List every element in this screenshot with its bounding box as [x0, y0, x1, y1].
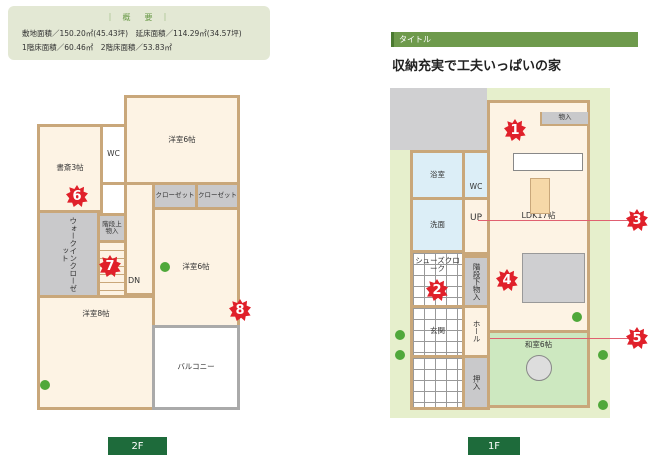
room-bath: 浴室 — [410, 150, 465, 200]
floor-label-2f: 2F — [108, 437, 167, 455]
room-closet-1: クローゼット — [152, 182, 198, 210]
room-closet-2: クローゼット — [195, 182, 240, 210]
plant-icon — [598, 400, 608, 410]
room-shoes-closet: シューズクローク — [410, 250, 465, 308]
page-heading: 収納充実で工夫いっぱいの家 — [392, 59, 562, 74]
summary-box: ｜ 概 要 ｜ 敷地面積／150.20㎡(45.43坪) 延床面積／114.29… — [8, 6, 270, 60]
room-walkin-closet: ウォークインクローゼット — [37, 210, 100, 298]
badge-4: 4 — [496, 269, 518, 291]
badge-3: 3 — [626, 209, 648, 231]
plant-icon — [40, 380, 50, 390]
title-bar: タイトル — [391, 32, 638, 47]
room-entrance: 玄関 — [410, 305, 465, 358]
street — [390, 88, 487, 150]
plant-icon — [598, 350, 608, 360]
plant-icon — [160, 262, 170, 272]
room-washroom: 洗面 — [410, 197, 465, 253]
living-rug — [522, 253, 585, 303]
room-wc-2f: WC — [100, 124, 127, 185]
room-hall: ホール — [462, 305, 490, 358]
room-under-stair-storage: 階段下物入 — [462, 255, 490, 308]
badge-7: 7 — [99, 255, 121, 277]
room-western8: 洋室8帖 — [37, 295, 155, 410]
summary-title: ｜ 概 要 ｜ — [105, 13, 173, 22]
badge-2: 2 — [426, 279, 448, 301]
plant-icon — [572, 312, 582, 322]
plant-icon — [395, 350, 405, 360]
callout-line-3 — [478, 220, 628, 221]
plant-icon — [395, 330, 405, 340]
room-western6-top: 洋室6帖 — [124, 95, 240, 185]
balcony: バルコニー — [152, 325, 240, 410]
callout-line-5 — [490, 338, 628, 339]
floor-label-1f: 1F — [468, 437, 520, 455]
summary-line-1: 敷地面積／150.20㎡(45.43坪) 延床面積／114.29㎡(34.57坪… — [22, 29, 242, 38]
badge-6: 6 — [66, 185, 88, 207]
badge-1: 1 — [504, 119, 526, 141]
badge-8: 8 — [229, 299, 251, 321]
badge-5: 5 — [626, 327, 648, 349]
room-storage-1f: 物入 — [540, 112, 588, 126]
round-table — [526, 355, 552, 381]
room-stair-storage: 階段上物入 — [97, 213, 127, 243]
summary-line-2: 1階床面積／60.46㎡ 2階床面積／53.83㎡ — [22, 43, 172, 52]
room-oshiire: 押入 — [462, 355, 490, 410]
entrance-porch — [410, 355, 465, 410]
room-wc-1f: WC — [462, 150, 490, 200]
kitchen-counter — [513, 153, 583, 171]
stairs-dn-label: DN — [128, 276, 141, 285]
dining-table — [530, 178, 550, 214]
stairs-up: UP — [462, 197, 490, 255]
